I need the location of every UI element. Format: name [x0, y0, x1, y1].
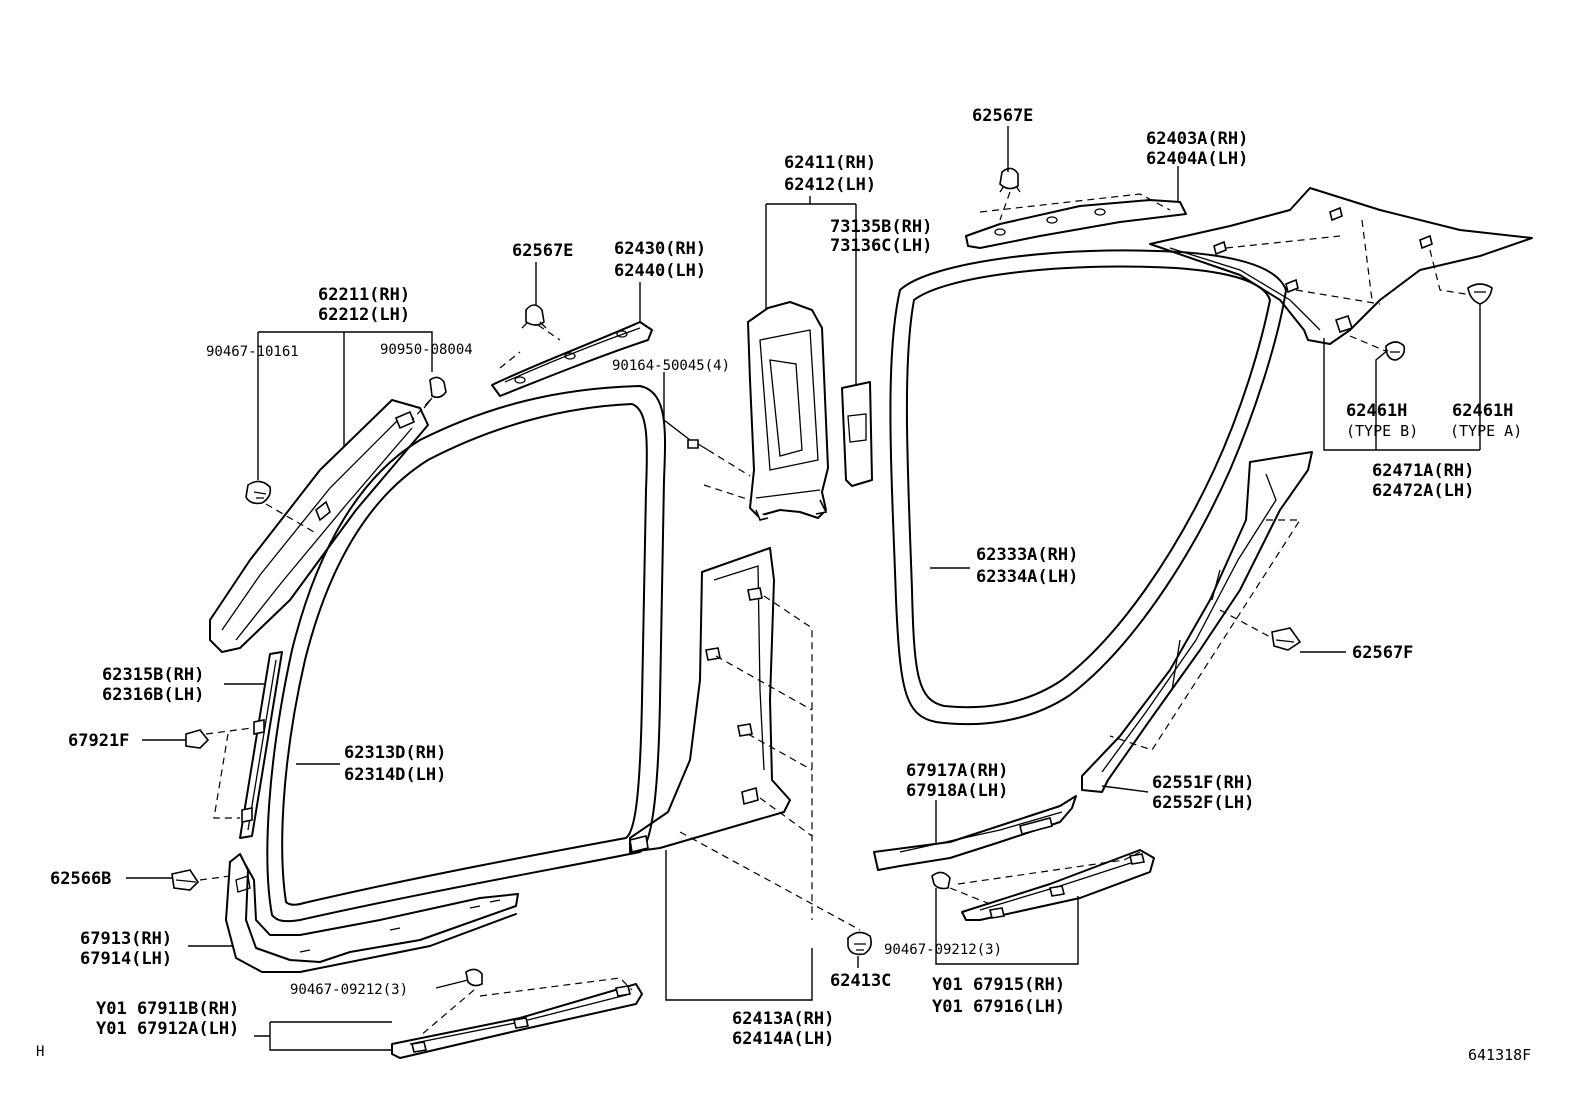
label-62472a: 62472A(LH): [1372, 481, 1474, 501]
label-67921f: 67921F: [68, 731, 129, 751]
label-62552f: 62552F(LH): [1152, 793, 1254, 813]
clip-62413c-icon: [847, 931, 872, 956]
center-pillar-lower-garnish: [629, 547, 791, 853]
label-90467-10161: 90467-10161: [206, 344, 299, 360]
seatbelt-anchor-cover: [841, 381, 873, 487]
label-73136c: 73136C(LH): [830, 236, 932, 256]
clip-62461h-type-a-icon: [1467, 283, 1493, 305]
clip-90467-10161-icon: [245, 480, 272, 505]
label-62412: 62412(LH): [784, 175, 876, 195]
label-62314d: 62314D(LH): [344, 765, 446, 785]
door-opening-trim-strip: [239, 651, 283, 839]
label-67918a: 67918A(LH): [906, 781, 1008, 801]
label-67911b: Y01 67911B(RH): [96, 999, 239, 1019]
leader-lines: [126, 126, 1481, 1051]
label-62461h-b: 62461H: [1346, 401, 1407, 421]
rear-door-weatherstrip: [889, 249, 1287, 726]
clip-62567e-right-icon: [999, 167, 1021, 193]
label-67917a: 67917A(RH): [906, 761, 1008, 781]
roof-side-garnish-rear: [1149, 187, 1533, 345]
label-62567f: 62567F: [1352, 643, 1413, 663]
label-90467-09212-right: 90467-09212(3): [884, 942, 1002, 958]
front-pillar-garnish: [209, 399, 429, 653]
rear-door-scuff-plate: [961, 849, 1155, 921]
clip-62566b-icon: [171, 869, 200, 891]
catalog-number: 641318F: [1468, 1046, 1531, 1064]
part-labels: 62567E 62403A(RH) 62404A(LH) 62411(RH) 6…: [36, 106, 1531, 1064]
label-62461h-b-type: (TYPE B): [1346, 422, 1418, 440]
label-62315b: 62315B(RH): [102, 665, 204, 685]
label-62414a: 62414A(LH): [732, 1029, 834, 1049]
label-62461h-a: 62461H: [1452, 401, 1513, 421]
label-90467-09212-left: 90467-09212(3): [290, 982, 408, 998]
cowl-side-trim: [225, 853, 519, 973]
clip-62461h-type-b-icon: [1385, 341, 1406, 361]
corner-mark: H: [36, 1044, 44, 1060]
clip-62567f-icon: [1271, 627, 1302, 651]
label-62551f: 62551F(RH): [1152, 773, 1254, 793]
screw-90164-icon: [687, 439, 709, 451]
label-62413a: 62413A(RH): [732, 1009, 834, 1029]
label-62411: 62411(RH): [784, 153, 876, 173]
label-62212: 62212(LH): [318, 305, 410, 325]
label-62461h-a-type: (TYPE A): [1450, 422, 1522, 440]
front-header-garnish: [491, 321, 653, 397]
label-62403a: 62403A(RH): [1146, 129, 1248, 149]
label-67912a: Y01 67912A(LH): [96, 1019, 239, 1039]
label-90164-50045: 90164-50045(4): [612, 358, 730, 374]
label-62413c: 62413C: [830, 971, 891, 991]
label-62566b: 62566B: [50, 869, 111, 889]
label-62440: 62440(LH): [614, 261, 706, 281]
roof-side-garnish-front: [965, 199, 1187, 249]
center-pillar-upper-garnish: [747, 301, 829, 521]
clip-90467-09212-left-icon: [465, 968, 483, 987]
clip-62567e-left-icon: [521, 304, 547, 329]
label-67915: Y01 67915(RH): [932, 975, 1065, 995]
label-62333a: 62333A(RH): [976, 545, 1078, 565]
label-62211: 62211(RH): [318, 285, 410, 305]
label-73135b: 73135B(RH): [830, 217, 932, 237]
label-62316b: 62316B(LH): [102, 685, 204, 705]
clip-90467-09212-right-icon: [931, 871, 951, 890]
label-67914: 67914(LH): [80, 949, 172, 969]
label-62430: 62430(RH): [614, 239, 706, 259]
label-62313d: 62313D(RH): [344, 743, 446, 763]
label-90950-08004: 90950-08004: [380, 342, 473, 358]
front-door-scuff-plate: [391, 983, 643, 1059]
label-62567e-left: 62567E: [512, 241, 573, 261]
label-67913: 67913(RH): [80, 929, 172, 949]
label-62404a: 62404A(LH): [1146, 149, 1248, 169]
front-door-weatherstrip: [266, 385, 667, 923]
rear-scuff-plate-inner: [873, 795, 1077, 871]
label-67916: Y01 67916(LH): [932, 997, 1065, 1017]
label-62334a: 62334A(LH): [976, 567, 1078, 587]
label-62471a: 62471A(RH): [1372, 461, 1474, 481]
clip-67921f-icon: [185, 729, 210, 749]
label-62567e-right: 62567E: [972, 106, 1033, 126]
